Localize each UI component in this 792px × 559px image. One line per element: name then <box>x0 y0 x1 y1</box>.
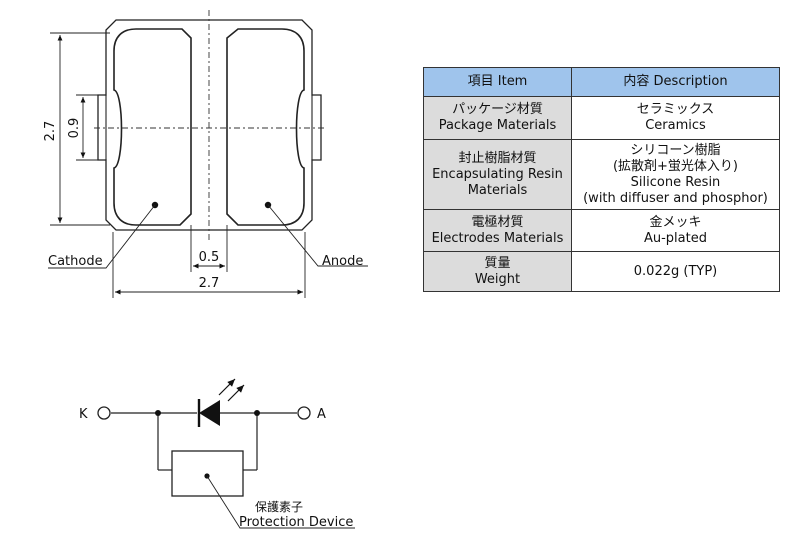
protection-leader <box>206 475 355 529</box>
description-text: Ceramics <box>645 118 706 133</box>
side-pads <box>105 95 313 160</box>
item-cell: 電極材質 Electrodes Materials <box>423 209 572 252</box>
materials-table: 項目 Item 内容 Description パッケージ材質 Package M… <box>423 67 780 292</box>
table-header-row: 項目 Item 内容 Description <box>423 67 780 97</box>
anode-pad <box>226 28 305 226</box>
item-cell: 質量 Weight <box>423 251 572 292</box>
description-text: シリコーン樹脂 <box>630 142 721 158</box>
description-text: 金メッキ <box>649 214 702 230</box>
description-text: 0.022g (TYP) <box>633 263 718 279</box>
dim-gap <box>190 225 228 272</box>
item-cell: パッケージ材質 Package Materials <box>423 96 572 140</box>
package-outline <box>97 19 322 231</box>
dim-gap-label: 0.5 <box>199 250 220 265</box>
dim-width-total-label: 2.7 <box>199 276 220 291</box>
description-text: Au-plated <box>643 230 707 246</box>
dim-width-total <box>112 232 306 298</box>
item-text: Package Materials <box>438 118 557 133</box>
description-text: (with diffuser and phosphor) <box>583 190 768 206</box>
leader-lines <box>48 204 368 269</box>
description-cell: 金メッキ Au-plated <box>571 209 780 252</box>
table-row: 電極材質 Electrodes Materials 金メッキ Au-plated <box>423 209 780 252</box>
protection-label-en: Protection Device <box>239 515 353 530</box>
description-text: セラミックス <box>636 102 715 117</box>
item-text: パッケージ材質 <box>452 102 543 117</box>
table-row: パッケージ材質 Package Materials セラミックス Ceramic… <box>423 96 780 140</box>
center-lines <box>94 10 326 240</box>
terminal-k <box>97 406 111 420</box>
terminal-a <box>297 406 311 420</box>
terminal-a-label: A <box>317 407 326 422</box>
junction-dot-right <box>254 410 260 416</box>
table-row: 質量 Weight 0.022g (TYP) <box>423 251 780 292</box>
item-text: 質量 <box>484 255 511 271</box>
dim-height-total-label: 2.7 <box>43 121 58 142</box>
header-description: 内容 Description <box>571 67 780 97</box>
item-text: 封止樹脂材質 <box>458 150 537 166</box>
item-text: Materials <box>467 182 528 198</box>
item-text: Electrodes Materials <box>431 230 564 246</box>
dim-height-total <box>50 32 110 226</box>
description-text: Silicone Resin <box>630 174 721 190</box>
dim-pad-height <box>76 94 98 161</box>
table-row: 封止樹脂材質 Encapsulating Resin Materials シリコ… <box>423 139 780 210</box>
led-symbol <box>197 399 220 427</box>
dim-pad-height-label: 0.9 <box>67 118 82 139</box>
emission-arrows <box>218 378 245 402</box>
cathode-label: Cathode <box>48 254 103 269</box>
junction-dot-left <box>155 410 161 416</box>
description-text: (拡散剤+蛍光体入り) <box>612 158 739 174</box>
terminal-k-label: K <box>79 407 88 422</box>
description-cell: セラミックス Ceramics <box>571 96 780 140</box>
item-cell: 封止樹脂材質 Encapsulating Resin Materials <box>423 139 572 210</box>
item-text: Encapsulating Resin <box>432 166 563 182</box>
header-item: 項目 Item <box>423 67 572 97</box>
item-text: Weight <box>474 271 521 287</box>
description-cell: 0.022g (TYP) <box>571 251 780 292</box>
anode-label: Anode <box>322 254 363 269</box>
description-cell: シリコーン樹脂 (拡散剤+蛍光体入り) Silicone Resin (with… <box>571 139 780 210</box>
cathode-pad <box>113 28 192 226</box>
protection-label-jp: 保護素子 <box>255 499 303 514</box>
item-text: 電極材質 <box>471 214 524 230</box>
